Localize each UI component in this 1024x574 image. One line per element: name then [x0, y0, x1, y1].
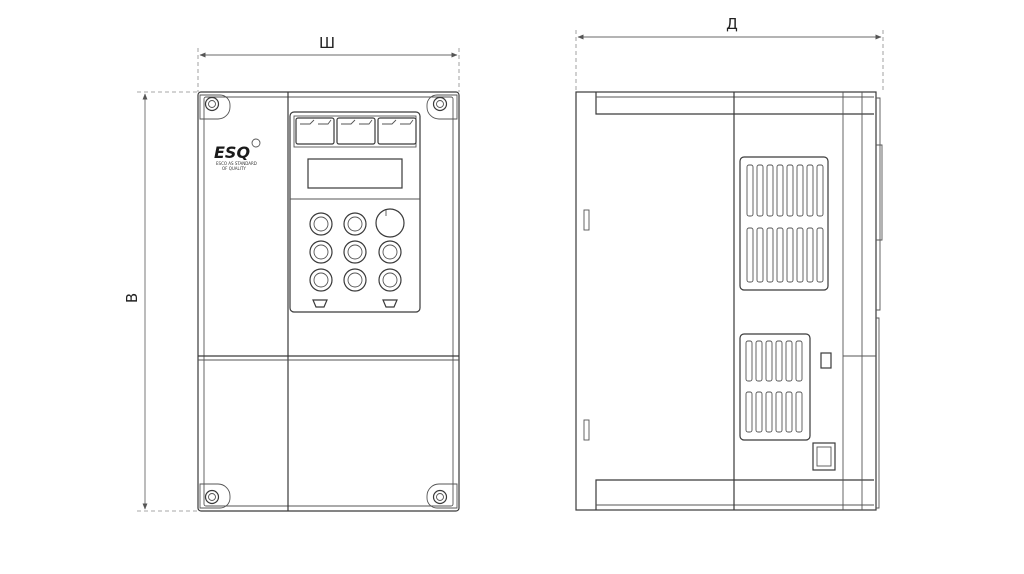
corner-screw-icon: [426, 94, 458, 120]
keypad-button: [309, 212, 333, 236]
keypad-button: [378, 268, 402, 292]
keypad-button: [309, 240, 333, 264]
side-view: Д: [575, 15, 884, 511]
depth-label: Д: [726, 15, 738, 33]
side-housing: [575, 91, 877, 511]
connector-icon: [812, 442, 836, 471]
logo-text: ESQ: [214, 143, 250, 162]
corner-screw-icon: [199, 94, 231, 120]
width-dimension: Ш: [197, 34, 460, 92]
keypad-button: [309, 268, 333, 292]
width-label: Ш: [319, 34, 335, 52]
depth-dimension: Д: [575, 15, 884, 92]
corner-screw-icon: [426, 483, 458, 509]
keypad-panel: [289, 111, 421, 313]
latch-icon: [312, 299, 328, 308]
brand-logo: ESQ ESCO AS STANDARD OF QUALITY: [214, 138, 261, 171]
connector-icon: [820, 352, 832, 369]
height-dimension: В: [123, 91, 198, 512]
keypad-button: [343, 268, 367, 292]
logo-tagline-1: ESCO AS STANDARD: [216, 161, 257, 166]
potentiometer-knob: [375, 208, 405, 238]
keypad-button: [378, 240, 402, 264]
upper-vent-grille: [739, 156, 829, 291]
latch-icon: [382, 299, 398, 308]
clip-icon: [583, 209, 590, 231]
front-view: Ш В: [123, 34, 460, 512]
logo-tagline-2: OF QUALITY: [222, 166, 246, 171]
keypad-button: [343, 240, 367, 264]
clip-icon: [583, 419, 590, 441]
lower-vent-grille: [739, 333, 811, 441]
keypad-button: [343, 212, 367, 236]
front-housing: [197, 91, 460, 512]
display-screen: [307, 158, 403, 189]
corner-screw-icon: [199, 483, 231, 509]
height-label: В: [123, 293, 141, 303]
